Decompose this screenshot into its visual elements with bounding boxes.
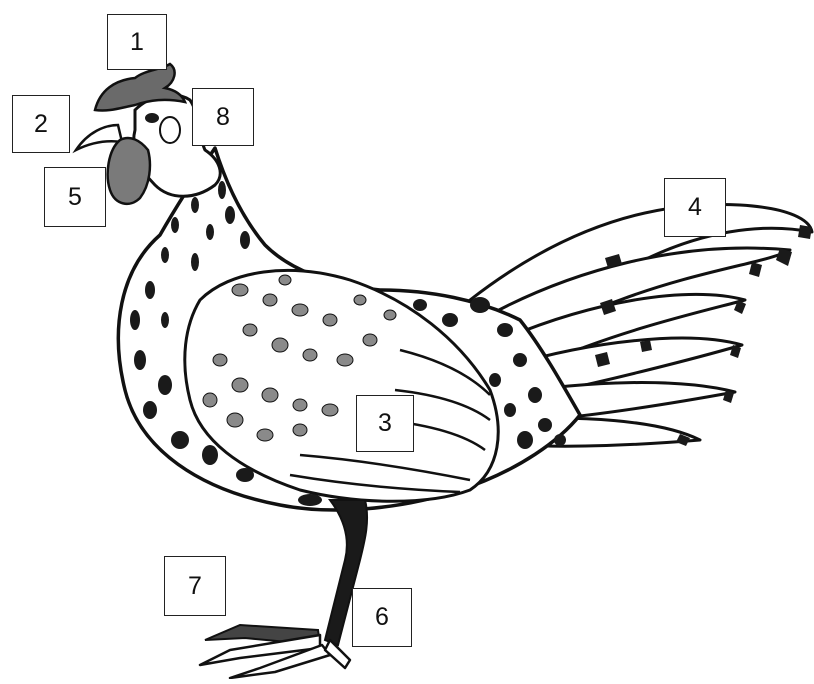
label-box-6: 6 — [352, 588, 412, 647]
label-box-5: 5 — [44, 167, 106, 227]
ear-lobe — [160, 117, 180, 143]
eye — [145, 113, 159, 123]
label-box-7: 7 — [164, 556, 226, 616]
label-box-4: 4 — [664, 178, 726, 237]
label-box-3: 3 — [356, 395, 414, 452]
chicken-legs — [205, 500, 367, 645]
label-box-1: 1 — [107, 14, 167, 70]
label-box-8: 8 — [192, 88, 254, 146]
label-box-2: 2 — [12, 95, 70, 153]
wattle — [108, 138, 150, 204]
